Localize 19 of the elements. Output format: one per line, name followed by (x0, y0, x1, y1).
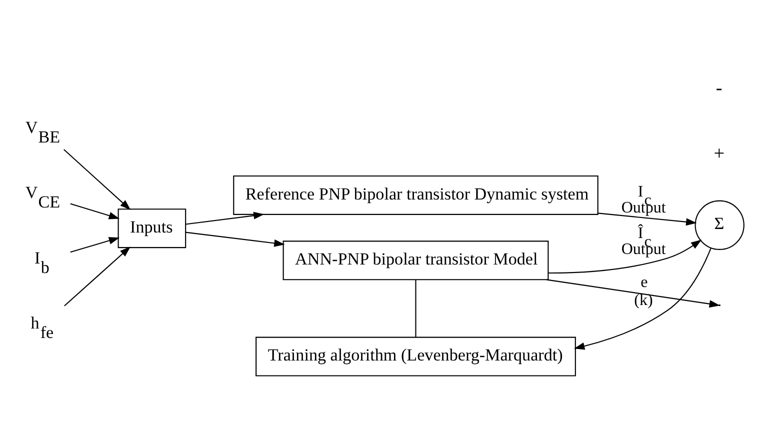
arrow (64, 246, 131, 306)
node-box: Training algorithm (Levenberg-Marquardt) (256, 336, 576, 376)
connector (415, 280, 416, 337)
label: - (716, 78, 722, 100)
node-circle: Σ (694, 200, 744, 250)
node-box: Inputs (118, 208, 186, 248)
arrow (70, 203, 120, 220)
arrow (598, 212, 697, 226)
arrow (70, 237, 120, 253)
arrow (574, 248, 712, 350)
label: + (714, 143, 725, 164)
edge-label: e (k) (634, 274, 653, 310)
arrow (186, 212, 264, 225)
arrow (64, 149, 131, 210)
arrow (186, 232, 285, 247)
node-box: ANN-PNP bipolar transistor Model (282, 240, 549, 280)
arrow (548, 240, 702, 274)
arrow (546, 279, 720, 308)
node-box: Reference PNP bipolar transistor Dynamic system (233, 175, 598, 215)
